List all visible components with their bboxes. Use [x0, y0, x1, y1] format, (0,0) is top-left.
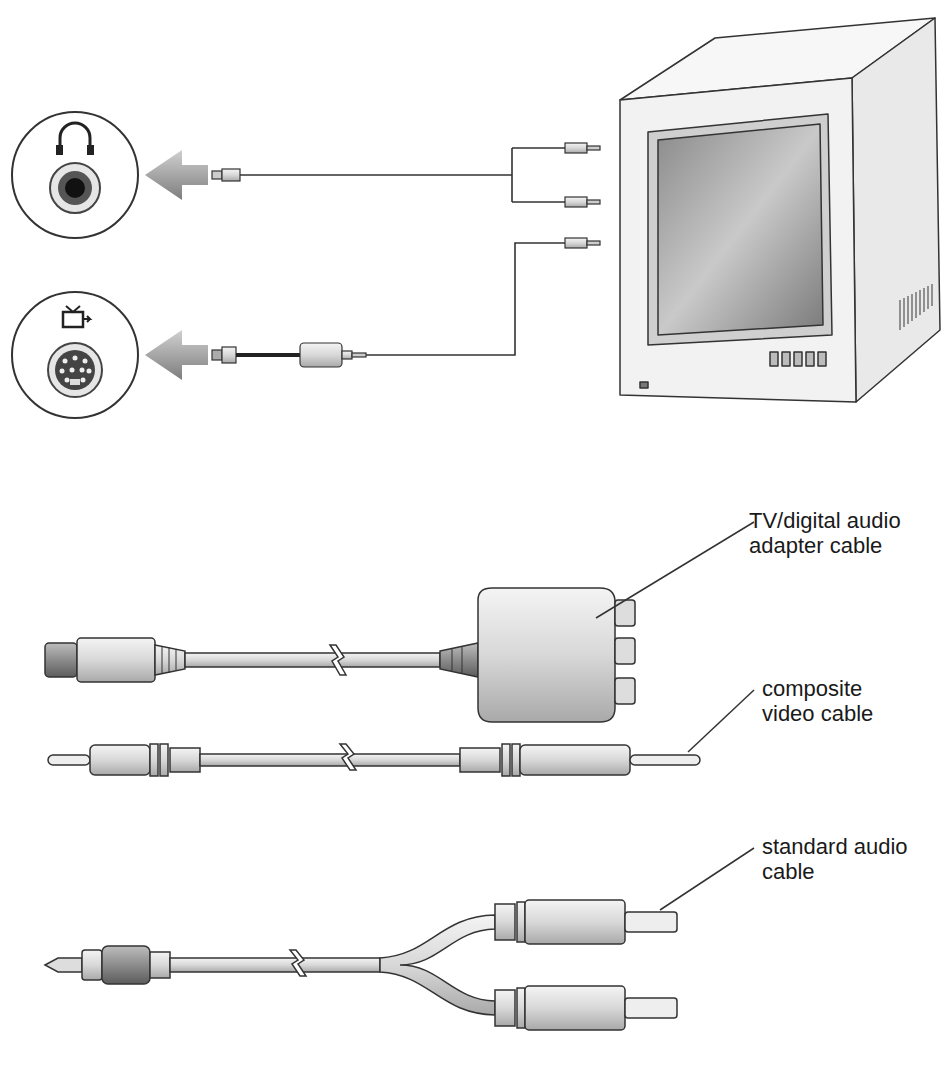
audio-wiring: [240, 148, 565, 202]
video-wiring: [212, 243, 565, 367]
part-label: TV/digital audio adapter cable: [749, 508, 944, 559]
insert-arrow: [145, 150, 208, 200]
audio-cable: [45, 900, 677, 1030]
television: [620, 18, 940, 402]
part-label: standard audio cable: [762, 834, 912, 885]
break-marks: [290, 645, 356, 976]
tv-out-port: [12, 292, 138, 418]
leader-lines: [596, 522, 754, 910]
rca-plugs: [565, 143, 600, 248]
adapter-cable: [45, 588, 635, 722]
composite-cable: [48, 744, 700, 776]
part-label: composite video cable: [762, 676, 912, 727]
mini-plug: [212, 169, 240, 181]
headphone-port: [12, 112, 138, 238]
tv-vent: [900, 284, 932, 330]
insert-arrow: [145, 330, 208, 380]
